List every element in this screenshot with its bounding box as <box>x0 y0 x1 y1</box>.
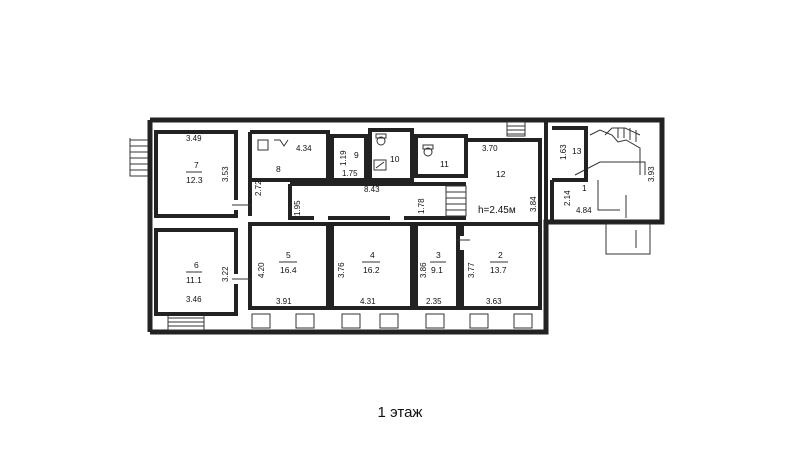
room-5-dim-bottom: 3.91 <box>276 297 292 306</box>
stair-top <box>506 121 526 137</box>
room-6-dim-side: 3.22 <box>221 266 230 282</box>
room-3-number: 3 <box>436 250 441 260</box>
stair-left <box>129 138 148 177</box>
corridor-dim-width: 1.78 <box>417 198 426 214</box>
room-1-dim-side: 2.14 <box>563 190 572 206</box>
door-openings <box>232 200 470 284</box>
room-9-number: 9 <box>354 150 359 160</box>
room-7-dim-top: 3.49 <box>186 134 202 143</box>
room-4-dim-bottom: 4.31 <box>360 297 376 306</box>
fixtures <box>257 133 434 171</box>
ceiling-height: h=2.45м <box>478 205 516 216</box>
room-13-number: 13 <box>572 146 582 156</box>
room-4-area: 16.2 <box>363 265 380 275</box>
room-4-dim-side: 3.76 <box>337 262 346 278</box>
room-2-dim-side: 3.77 <box>467 262 476 278</box>
room-8-dim-top: 4.34 <box>296 144 312 153</box>
room-5-number: 5 <box>286 250 291 260</box>
room-7-number: 7 <box>194 160 199 170</box>
room-3-area: 9.1 <box>431 265 443 275</box>
room-13-dim-side: 1.63 <box>559 144 568 160</box>
room-1-number: 1 <box>582 183 587 193</box>
room-8-dim-side2: 1.95 <box>293 200 302 216</box>
room-2-area: 13.7 <box>490 265 507 275</box>
room-5-dim-side: 4.20 <box>257 262 266 278</box>
room-13-dim-right: 3.93 <box>647 166 656 182</box>
room-7-dim-side: 3.53 <box>221 166 230 182</box>
room-labels: 3.49 7 12.3 3.53 6 11.1 3.22 3.46 4.34 8… <box>186 134 656 306</box>
room-1-dim-bottom: 4.84 <box>576 206 592 215</box>
room-10-number: 10 <box>390 154 400 164</box>
room-8-number: 8 <box>276 164 281 174</box>
room-3-dim-side: 3.86 <box>419 262 428 278</box>
room-8-dim-side: 2.72 <box>254 180 263 196</box>
stair-bottom <box>167 313 205 331</box>
outer-walls <box>147 117 665 335</box>
interior-walls <box>154 126 588 316</box>
floor-caption: 1 этаж <box>377 404 423 421</box>
room-12-dim-side: 3.84 <box>529 196 538 212</box>
room-2-number: 2 <box>498 250 503 260</box>
room-4-number: 4 <box>370 250 375 260</box>
room-9-dim-bottom: 1.75 <box>342 169 358 178</box>
room-2-dim-bottom: 3.63 <box>486 297 502 306</box>
room-9-dim-side: 1.19 <box>339 150 348 166</box>
room-3-dim-bottom: 2.35 <box>426 297 442 306</box>
room-12-number: 12 <box>496 169 506 179</box>
room-12-dim-top: 3.70 <box>482 144 498 153</box>
room-7-area: 12.3 <box>186 175 203 185</box>
room-6-area: 11.1 <box>186 275 202 285</box>
room-5-area: 16.4 <box>280 265 297 275</box>
windows-bottom <box>251 313 533 329</box>
room-6-number: 6 <box>194 260 199 270</box>
room-6-dim-bottom: 3.46 <box>186 295 202 304</box>
room-11-number: 11 <box>440 159 449 169</box>
corridor-dim-length: 8.43 <box>364 185 380 194</box>
